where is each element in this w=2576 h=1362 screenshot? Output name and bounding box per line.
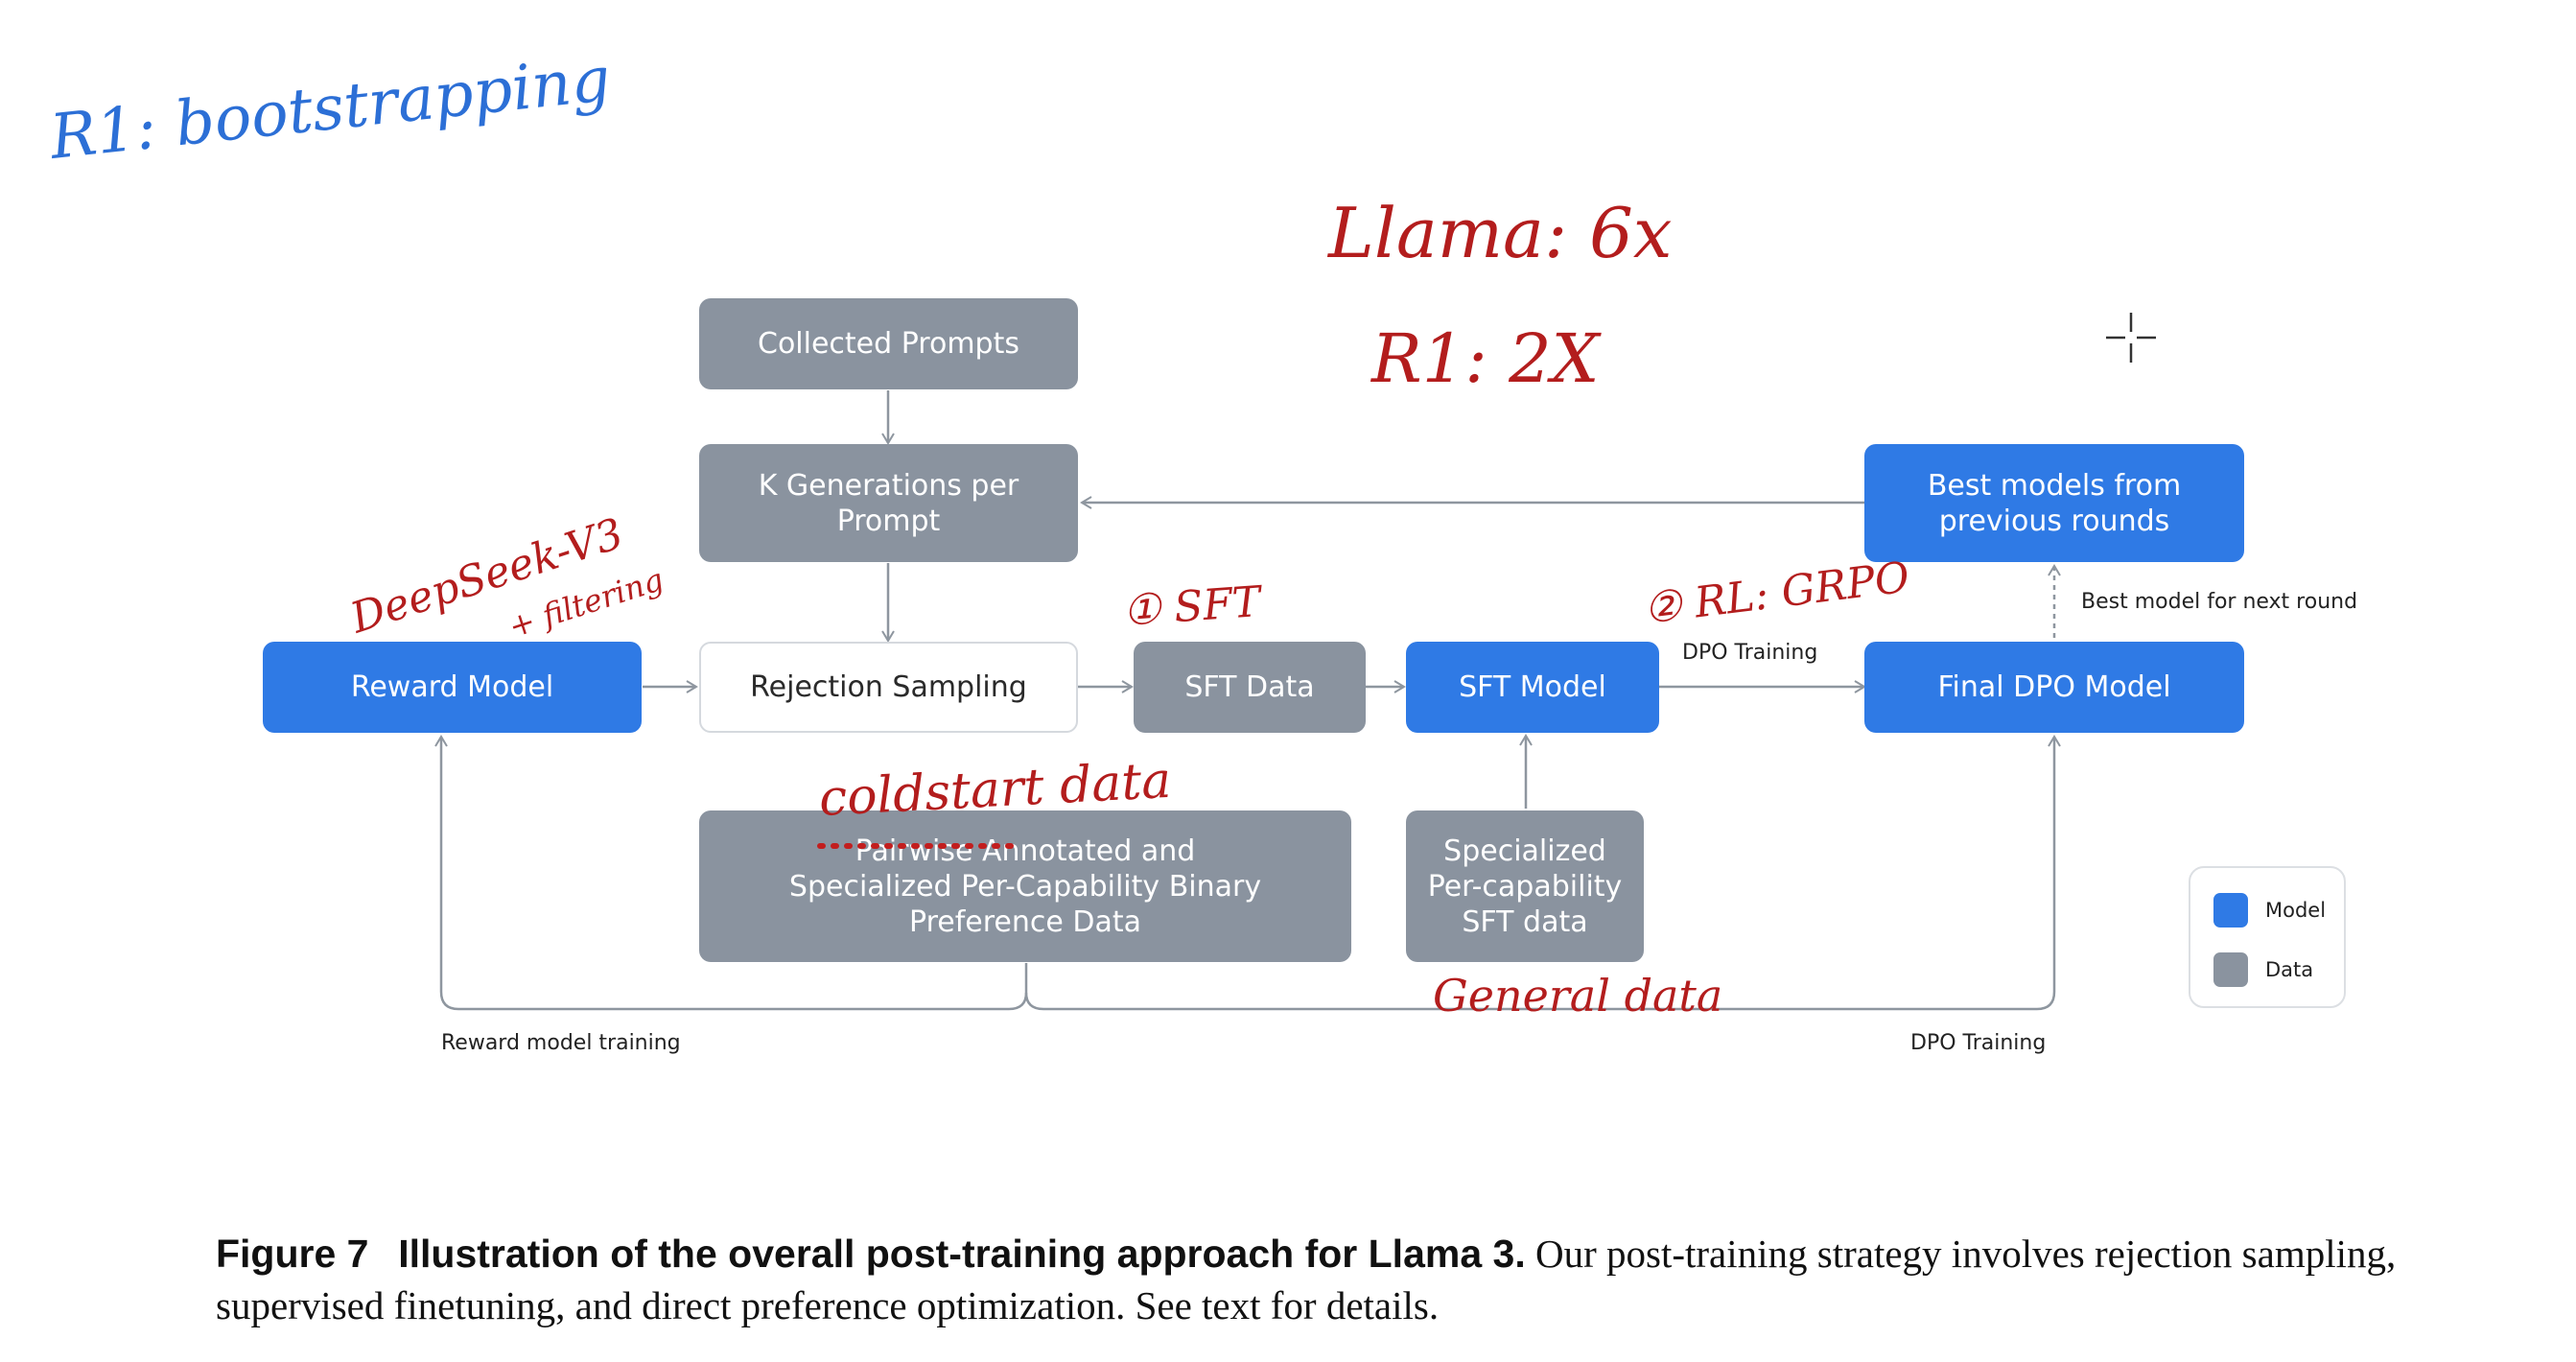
legend-item-data: Data <box>2213 952 2313 987</box>
annotation-r1-bootstrapping: R1: bootstrapping <box>46 44 614 174</box>
crosshair-cursor-icon <box>2106 313 2156 363</box>
legend: Model Data <box>2189 866 2346 1008</box>
collected-prompts-label: Collected Prompts <box>758 327 1019 361</box>
legend-label-data: Data <box>2265 958 2314 981</box>
sft-model-label: SFT Model <box>1459 670 1606 704</box>
k-generations-label-2: Prompt <box>836 504 941 538</box>
collected-prompts-node: Collected Prompts <box>699 298 1078 389</box>
reward-model-label: Reward Model <box>350 670 554 704</box>
final-dpo-model-label: Final DPO Model <box>1937 670 2171 704</box>
specialized-label-3: SFT data <box>1462 904 1588 939</box>
annotation-deepseek-v3: DeepSeek-V3 <box>344 509 629 644</box>
best-models-node: Best models from previous rounds <box>1864 444 2244 562</box>
legend-swatch-data <box>2213 952 2248 987</box>
pairwise-label-1: Pairwise Annotated and <box>855 834 1196 868</box>
dpo-training-bottom-label: DPO Training <box>1910 1031 2047 1055</box>
specialized-label-1: Specialized <box>1443 834 1606 868</box>
pairwise-preference-data-node: Pairwise Annotated and Specialized Per-C… <box>699 810 1351 962</box>
reward-model-training-label: Reward model training <box>441 1031 681 1055</box>
caption-text: Our post-training strategy involves reje… <box>216 1232 2397 1327</box>
specialized-label-2: Per-capability <box>1427 869 1623 904</box>
dpo-training-top-label: DPO Training <box>1682 641 1818 665</box>
k-generations-label-1: K Generations per <box>758 468 1019 503</box>
legend-item-model: Model <box>2213 893 2326 928</box>
annotation-general-data: General data <box>1433 970 1722 1022</box>
annotation-sft-step: ① SFT <box>1121 577 1265 636</box>
pairwise-label-2: Specialized Per-Capability Binary <box>788 869 1262 904</box>
pairwise-label-3: Preference Data <box>909 904 1141 939</box>
caption-label: Figure 7 <box>216 1232 369 1276</box>
rejection-sampling-node: Rejection Sampling <box>699 642 1078 733</box>
reward-model-node: Reward Model <box>263 642 642 733</box>
annotation-r1-2x: R1: 2X <box>1370 319 1603 398</box>
sft-data-node: SFT Data <box>1134 642 1366 733</box>
best-model-next-round-label: Best model for next round <box>2081 590 2358 614</box>
annotation-coldstart-data: coldstart data <box>818 752 1173 828</box>
final-dpo-model-node: Final DPO Model <box>1864 642 2244 733</box>
best-models-label-2: previous rounds <box>1938 504 2170 538</box>
caption-bold: Illustration of the overall post-trainin… <box>398 1232 1526 1276</box>
sft-data-label: SFT Data <box>1184 670 1315 704</box>
annotation-llama-6x: Llama: 6x <box>1326 193 1673 273</box>
loop-dpo-training <box>1024 735 2061 1011</box>
sft-model-node: SFT Model <box>1406 642 1659 733</box>
rejection-sampling-label: Rejection Sampling <box>750 670 1027 704</box>
legend-label-model: Model <box>2265 899 2327 922</box>
loop-reward-model-training <box>434 735 1028 1011</box>
k-generations-node: K Generations per Prompt <box>699 444 1078 562</box>
annotation-rl-grpo: ② RL: GRPO <box>1641 552 1912 634</box>
best-models-label-1: Best models from <box>1927 468 2182 503</box>
figure-caption: Figure 7 Illustration of the overall pos… <box>216 1228 2460 1331</box>
legend-swatch-model <box>2213 893 2248 928</box>
specialized-sft-data-node: Specialized Per-capability SFT data <box>1406 810 1644 962</box>
